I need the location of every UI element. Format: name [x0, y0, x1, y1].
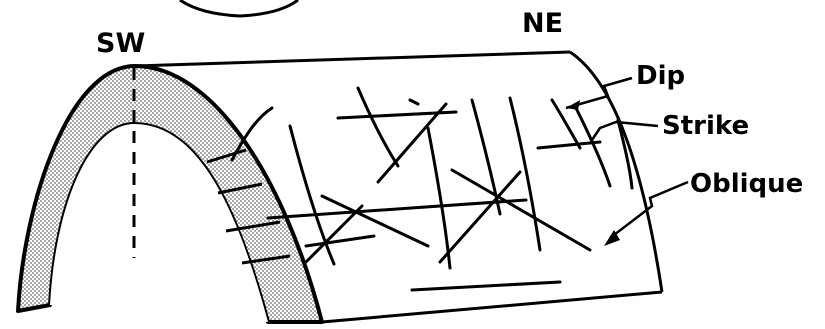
label-dip: Dip — [636, 61, 685, 91]
label-oblique: Oblique — [690, 169, 803, 199]
label-sw: SW — [96, 28, 145, 59]
fold-crest-line — [135, 52, 570, 66]
label-arrowheads — [566, 100, 620, 246]
strike-fractures — [268, 112, 600, 290]
circle-fragment — [180, 0, 298, 16]
fold-base-line — [322, 292, 662, 322]
label-strike: Strike — [662, 111, 749, 141]
label-ne: NE — [522, 8, 563, 39]
